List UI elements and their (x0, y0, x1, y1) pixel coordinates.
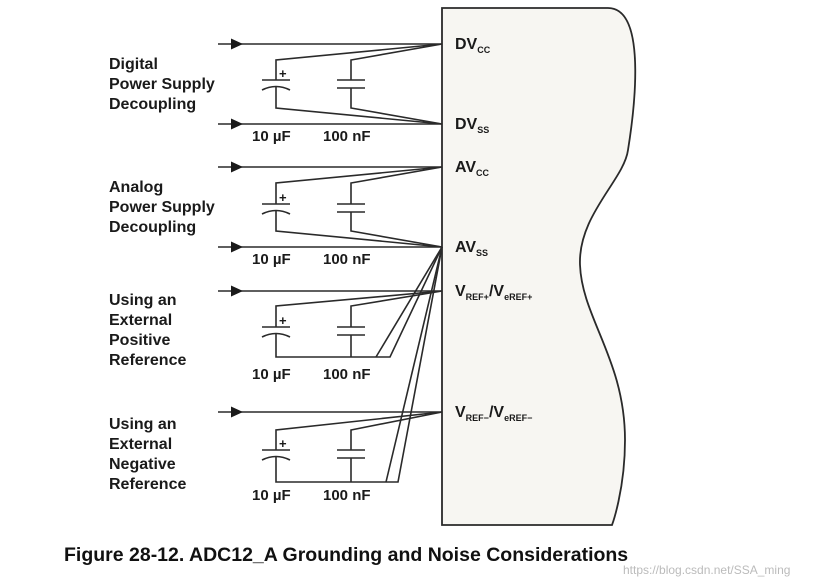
group-label-positive-reference: Using an External Positive Reference (109, 292, 186, 369)
arrow-icon (231, 161, 243, 173)
cap-100nf-bottom-wire (350, 94, 443, 125)
cap-10uf-label: 10 µF (252, 487, 291, 504)
watermark: https://blog.csdn.net/SSA_ming (623, 563, 790, 577)
pin-label-avcc: AVCC (455, 159, 490, 178)
gnd-return-wire (385, 246, 443, 483)
adc12-chip-body (441, 7, 637, 526)
ceramic-capacitor-icon (337, 70, 365, 94)
pin-label-dvss: DVSS (455, 116, 489, 135)
cap-10uf-top-wire (275, 43, 443, 70)
cap-100nf-label: 100 nF (323, 366, 371, 383)
cap-10uf-bottom-wire (275, 94, 443, 125)
positive-reference-circuit: + 10 µF 100 nF (218, 246, 443, 383)
group-label-analog: Analog Power Supply Decoupling (109, 179, 219, 236)
pin-label-dvcc: DVCC (455, 36, 491, 55)
cap-10uf-top-wire (275, 290, 443, 317)
cap-10uf-label: 10 µF (252, 366, 291, 383)
cap-100nf-label: 100 nF (323, 487, 371, 504)
svg-text:+: + (279, 436, 287, 451)
cap-100nf-top-wire (350, 290, 443, 317)
ceramic-capacitor-icon (337, 194, 365, 218)
electrolytic-capacitor-icon: + (261, 436, 291, 464)
figure-caption: Figure 28-12. ADC12_A Grounding and Nois… (64, 544, 628, 566)
cap-10uf-top-wire (275, 411, 443, 440)
ceramic-capacitor-icon (337, 440, 365, 464)
pin-label-vref-neg: VREF−/VeREF− (455, 404, 532, 423)
cap-100nf-label: 100 nF (323, 251, 371, 268)
analog-decoupling-circuit: + 10 µF 100 nF (218, 161, 443, 268)
arrow-icon (231, 38, 243, 50)
electrolytic-capacitor-icon: + (261, 313, 291, 341)
arrow-icon (231, 241, 243, 253)
gnd-return-wire (375, 246, 443, 358)
group-label-negative-reference: Using an External Negative Reference (109, 416, 186, 493)
cap-10uf-bottom-wire (275, 218, 443, 248)
electrolytic-capacitor-icon: + (261, 66, 291, 94)
arrow-icon (231, 285, 243, 297)
digital-decoupling-circuit: + 10 µF 100 nF (218, 38, 443, 145)
cap-100nf-top-wire (350, 43, 443, 70)
cap-10uf-bottom-wire (275, 246, 443, 358)
negative-reference-circuit: + 10 µF 100 nF (218, 246, 443, 504)
cap-10uf-top-wire (275, 166, 443, 194)
cap-100nf-label: 100 nF (323, 128, 371, 145)
pin-label-vref-pos: VREF+/VeREF+ (455, 283, 532, 302)
svg-text:+: + (279, 190, 287, 205)
arrow-icon (231, 406, 243, 418)
pin-label-avss: AVSS (455, 239, 488, 258)
arrow-icon (231, 118, 243, 130)
group-label-digital: Digital Power Supply Decoupling (109, 56, 219, 113)
cap-10uf-label: 10 µF (252, 251, 291, 268)
svg-text:+: + (279, 66, 287, 81)
cap-10uf-label: 10 µF (252, 128, 291, 145)
electrolytic-capacitor-icon: + (261, 190, 291, 218)
cap-100nf-bottom-wire (350, 218, 443, 248)
cap-10uf-bottom-wire (275, 246, 443, 483)
svg-text:+: + (279, 313, 287, 328)
ceramic-capacitor-icon (337, 317, 365, 341)
cap-100nf-top-wire (350, 411, 443, 440)
cap-100nf-top-wire (350, 166, 443, 194)
